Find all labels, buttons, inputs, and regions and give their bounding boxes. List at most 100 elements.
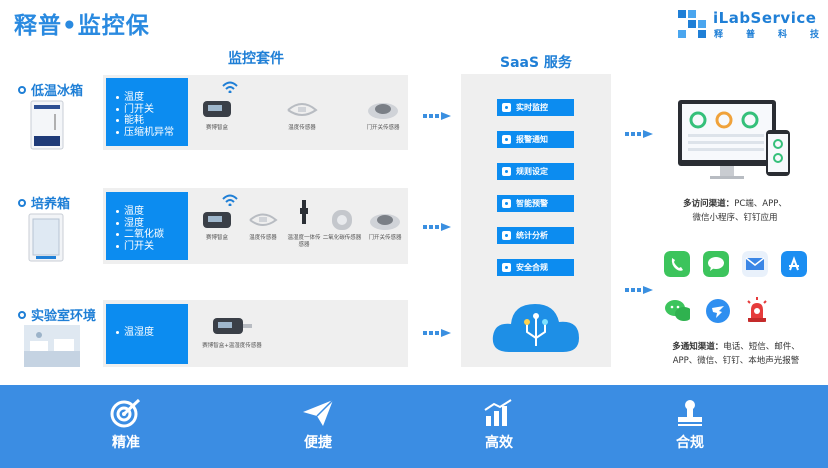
category-label-text: 培养箱 (31, 197, 71, 212)
notify-line1: 电话、短信、邮件、 (723, 342, 800, 352)
cloud-icon (492, 304, 579, 352)
probe-sensor-icon (300, 200, 308, 224)
metrics-box-lab: 温湿度 (106, 304, 188, 364)
gateway-device-icon (203, 101, 231, 117)
category-label-text: 实验室环境 (31, 309, 97, 324)
bar-chart-icon (484, 399, 512, 426)
notify-title: 多通知渠道： (672, 342, 724, 352)
stamp-icon (678, 400, 702, 426)
device-gateway: 赛博智盒 (196, 208, 238, 242)
arrow-right-icon (441, 112, 451, 120)
category-label-lab: 实验室环境 (18, 305, 96, 324)
logo-sub-char: 普 (745, 30, 755, 40)
logo-sub-char: 释 (714, 30, 724, 40)
saas-section-title: SaaS 服务 (500, 55, 572, 71)
app-store-icon (781, 251, 807, 277)
arrow-right-icon (643, 286, 653, 294)
device-temp-humidity-sensor: 温湿度一体传感器 (286, 200, 322, 249)
access-line2: 微信小程序、钉钉应用 (692, 213, 778, 223)
device-label: 温度传感器 (249, 235, 277, 241)
service-label: 统计分析 (516, 231, 548, 240)
target-icon (110, 398, 141, 428)
category-label-freezer: 低温冰箱 (18, 80, 83, 99)
flow-arrow (423, 327, 453, 339)
metric-item: 压缩机异常 (116, 127, 188, 139)
ring-bullet-icon (18, 198, 26, 207)
service-realtime-monitor: 实时监控 (497, 99, 574, 116)
dingtalk-icon (706, 299, 730, 323)
service-label: 智能预警 (516, 199, 548, 208)
wifi-icon (222, 194, 238, 206)
logo-subtitle: 释 普 科 技 (714, 27, 819, 40)
device-label: 赛博智盒 (205, 125, 228, 131)
category-label-incubator: 培养箱 (18, 193, 70, 212)
service-rule-setting: 规则设定 (497, 163, 574, 180)
feature-precise: 精准 (86, 398, 166, 452)
device-label: 门开关传感器 (368, 235, 402, 241)
arrow-right-icon (441, 223, 451, 231)
device-temp-sensor: 温度传感器 (278, 96, 326, 132)
clock-icon (502, 167, 511, 176)
shield-icon (502, 263, 511, 272)
co2-sensor-icon (332, 210, 352, 230)
device-label: 温度传感器 (288, 125, 316, 131)
lab-room-image (24, 325, 80, 367)
gateway-device-icon (203, 212, 231, 228)
device-label: 二氧化碳传感器 (322, 235, 362, 241)
temp-sensor-icon (287, 103, 318, 116)
metric-item: 二氧化碳 (116, 229, 188, 241)
flow-arrow (423, 110, 453, 122)
ilab-logo-icon (678, 10, 706, 38)
metric-item: 温度 (116, 206, 188, 218)
device-co2-sensor: 二氧化碳传感器 (322, 208, 362, 242)
wifi-icon (222, 81, 238, 93)
access-title: 多访问渠道： (683, 199, 735, 209)
sms-icon (703, 251, 729, 277)
flow-arrow (625, 128, 655, 140)
page-title: 释普•监控保 (14, 13, 150, 39)
saas-panel: 实时监控 报警通知 规则设定 智能预警 统计分析 安全合规 (461, 74, 611, 367)
service-label: 实时监控 (516, 103, 548, 112)
arrow-right-icon (441, 329, 451, 337)
document-icon (502, 199, 511, 208)
metric-item: 温湿度 (116, 327, 188, 339)
metric-item: 门开关 (116, 104, 188, 116)
service-label: 规则设定 (516, 167, 548, 176)
feature-compliant: 合规 (650, 398, 730, 452)
metric-item: 温度 (116, 92, 188, 104)
alarm-light-icon (747, 297, 767, 322)
service-statistics: 统计分析 (497, 227, 574, 244)
service-alarm-notify: 报警通知 (497, 131, 574, 148)
notify-line2: APP、微信、钉钉、本地声光报警 (672, 356, 800, 366)
service-compliance: 安全合规 (497, 259, 574, 276)
alarm-icon (502, 135, 511, 144)
phone-call-icon (664, 251, 690, 277)
gateway-device-icon (213, 318, 252, 334)
access-line1: PC端、APP、 (734, 199, 787, 209)
monitor-icon (502, 103, 511, 112)
feature-label: 高效 (485, 435, 513, 451)
metric-item: 门开关 (116, 241, 188, 253)
feature-label: 合规 (676, 435, 704, 451)
feature-label: 便捷 (304, 435, 332, 451)
incubator-image (28, 213, 64, 262)
chart-icon (502, 231, 511, 240)
device-door-sensor: 门开关传感器 (360, 96, 406, 132)
device-gateway: 赛博智盒 (196, 96, 238, 132)
freezer-image (30, 100, 64, 150)
device-label: 门开关传感器 (366, 125, 400, 131)
wechat-icon (665, 300, 690, 321)
ring-bullet-icon (18, 310, 26, 319)
logo-sub-char: 技 (809, 30, 819, 40)
metrics-box-freezer: 温度 门开关 能耗 压缩机异常 (106, 78, 188, 146)
feature-efficient: 高效 (459, 398, 539, 452)
mail-icon (742, 251, 768, 277)
door-sensor-icon (368, 103, 398, 119)
service-label: 报警通知 (516, 135, 548, 144)
device-label: 赛博智盒+温湿度传感器 (202, 343, 262, 349)
device-label: 温湿度一体传感器 (287, 235, 321, 248)
logo-sub-char: 科 (777, 30, 787, 40)
kit-section-title: 监控套件 (228, 51, 284, 67)
metric-item: 能耗 (116, 115, 188, 127)
metrics-box-incubator: 温度 湿度 二氧化碳 门开关 (106, 192, 188, 260)
